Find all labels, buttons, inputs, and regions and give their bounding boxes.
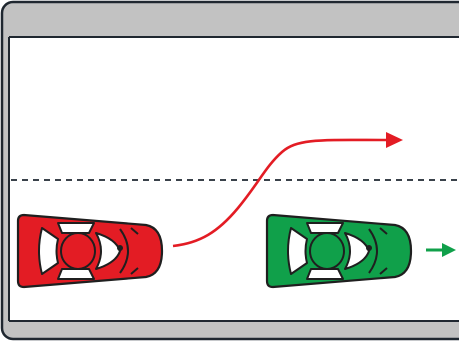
overtaking-car bbox=[16, 213, 164, 289]
car-top-view-icon bbox=[16, 213, 164, 289]
car-ahead bbox=[265, 213, 413, 289]
car-top-view-icon bbox=[265, 213, 413, 289]
curved-arrow-icon bbox=[172, 132, 403, 248]
arrow-right-icon bbox=[426, 243, 456, 257]
